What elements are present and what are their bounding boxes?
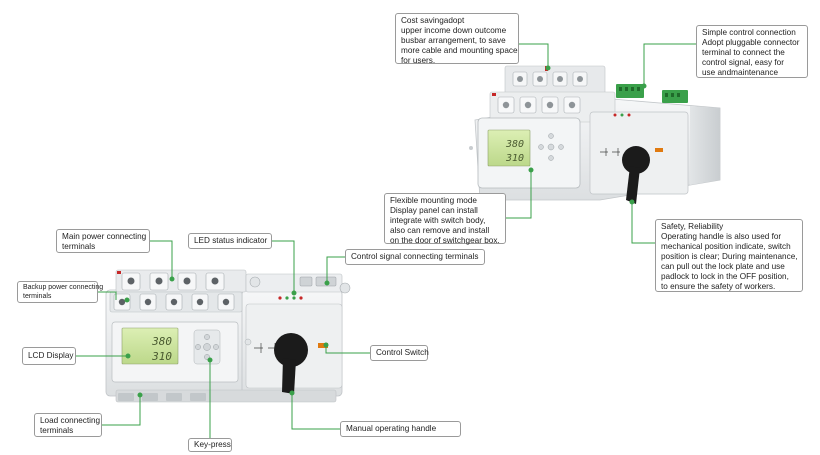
callout-load-terminals: Load connecting terminals — [34, 413, 102, 437]
key-right[interactable] — [213, 344, 219, 350]
callout-cost-saving: Cost savingadopt upper income down outco… — [395, 13, 519, 65]
callout-control-signal: Control signal connecting terminals — [345, 249, 485, 265]
rear-lcd-top-value: 380 — [505, 139, 524, 150]
front-backup-terminals — [109, 291, 243, 313]
callout-safety: Safety, Reliability Operating handle is … — [655, 219, 803, 292]
key-ok[interactable] — [203, 343, 211, 351]
rear-display-panel: 380 310 — [477, 117, 581, 189]
leader-simple-control — [643, 43, 696, 84]
led-red-indicator — [278, 296, 282, 300]
rear-lcd-bottom-value: 310 — [505, 153, 524, 164]
leader-manual-handle — [291, 394, 340, 430]
control-switch-toggle[interactable] — [318, 343, 328, 348]
callout-manual-handle: Manual operating handle — [340, 421, 461, 437]
rear-left-screw — [469, 146, 473, 150]
ats-unit-front-view: 380 310 — [105, 269, 351, 403]
leader-safety — [631, 204, 655, 244]
rear-lower-terminals — [489, 91, 616, 123]
leader-main-power — [150, 240, 173, 278]
key-left[interactable] — [195, 344, 201, 350]
callout-main-power: Main power connecting terminals — [56, 229, 150, 253]
manual-operating-handle[interactable] — [274, 333, 308, 394]
led-green-indicator-2 — [292, 296, 296, 300]
front-lcd-module: 380 310 — [111, 321, 239, 383]
leader-flexible-mounting — [505, 172, 532, 219]
leader-control-switch — [325, 346, 370, 354]
leader-control-signal — [326, 256, 345, 282]
front-lcd-screen — [121, 327, 179, 365]
ats-unit-rear-view: 380 310 — [469, 65, 721, 204]
callout-key-press: Key-press — [188, 438, 232, 452]
callout-backup-power: Backup power connecting terminals — [17, 281, 103, 303]
rear-green-connectors — [616, 84, 688, 103]
front-load-terminals — [118, 393, 206, 401]
leader-cost-saving — [519, 43, 549, 66]
led-red-indicator-2 — [299, 296, 303, 300]
leader-lines — [76, 43, 696, 438]
key-up[interactable] — [204, 334, 210, 340]
callout-simple-control: Simple control connection Adopt pluggabl… — [696, 25, 808, 78]
keypad — [193, 329, 221, 365]
callout-lcd-display: LCD Display — [22, 347, 76, 365]
rear-upper-terminals — [504, 65, 606, 99]
led-green-indicator — [285, 296, 289, 300]
leader-backup-power — [98, 291, 117, 300]
front-lcd-bottom-value: 310 — [151, 350, 172, 363]
front-upper-terminals — [115, 269, 247, 293]
callout-control-switch: Control Switch — [370, 345, 429, 361]
callout-flexible-mounting: Flexible mounting mode Display panel can… — [384, 193, 506, 245]
leader-led-status — [272, 240, 295, 292]
leader-load-terminals — [102, 396, 141, 426]
front-lcd-top-value: 380 — [151, 335, 172, 348]
callout-led-status: LED status indicator — [188, 233, 272, 249]
rear-manual-handle — [622, 146, 650, 204]
